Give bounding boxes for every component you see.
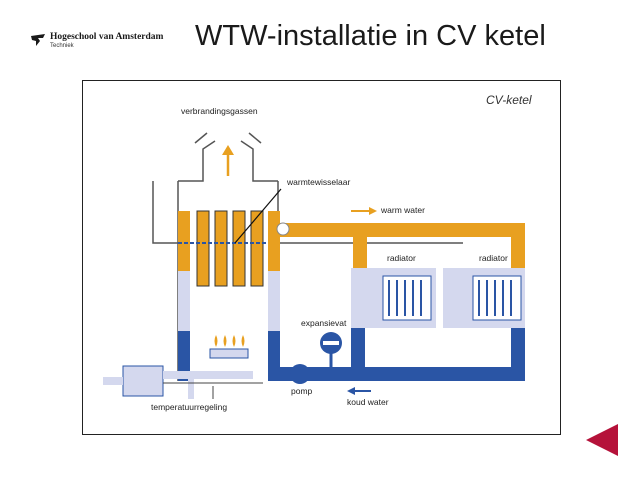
cold-water-arrow-icon bbox=[347, 387, 371, 395]
pump-icon bbox=[290, 364, 310, 384]
tank-hot-section bbox=[178, 211, 190, 271]
label-radiator-2: radiator bbox=[479, 253, 508, 263]
tank-cool-section bbox=[178, 271, 190, 331]
label-flue-gases: verbrandingsgassen bbox=[181, 106, 258, 116]
heat-exchanger-fins bbox=[196, 210, 264, 287]
riser-cool-section bbox=[268, 271, 280, 331]
label-heat-exchanger: warmtewisselaar bbox=[287, 177, 351, 187]
diagram-title: CV-ketel bbox=[486, 93, 532, 107]
temperature-controller bbox=[103, 365, 253, 399]
heat-exchanger-pointer bbox=[234, 188, 282, 244]
label-hot-water: warm water bbox=[381, 205, 425, 215]
radiator-one bbox=[351, 268, 436, 328]
cv-boiler-diagram: CV-ketel verbrandingsgassen warmtewissel… bbox=[82, 80, 561, 435]
riser-cold-section bbox=[268, 331, 280, 381]
previous-slide-button[interactable] bbox=[584, 422, 620, 458]
hot-water-pipe bbox=[280, 223, 525, 268]
riser-hot-section bbox=[268, 211, 280, 271]
school-logo: Hogeschool van Amsterdam Techniek bbox=[30, 30, 190, 52]
logo-emblem-icon bbox=[31, 34, 45, 46]
expansion-vessel-icon bbox=[320, 332, 342, 367]
pipe-junction bbox=[276, 222, 290, 236]
flue-arrow-icon bbox=[222, 145, 234, 176]
triangle-left-icon bbox=[586, 424, 618, 456]
logo-name: Hogeschool van Amsterdam bbox=[50, 32, 164, 42]
cold-water-pipe bbox=[280, 328, 525, 381]
label-radiator-1: radiator bbox=[387, 253, 416, 263]
label-pump: pomp bbox=[291, 386, 313, 396]
label-expansion-vessel: expansievat bbox=[301, 318, 347, 328]
radiator-two bbox=[443, 268, 525, 328]
slide-title: WTW-installatie in CV ketel bbox=[195, 20, 546, 52]
hot-water-arrow-icon bbox=[351, 207, 377, 215]
label-cold-water: koud water bbox=[347, 397, 389, 407]
label-temperature-control: temperatuurregeling bbox=[151, 402, 228, 412]
tank-cold-section bbox=[178, 331, 190, 381]
logo-subtitle: Techniek bbox=[50, 43, 74, 49]
burner bbox=[209, 335, 249, 359]
